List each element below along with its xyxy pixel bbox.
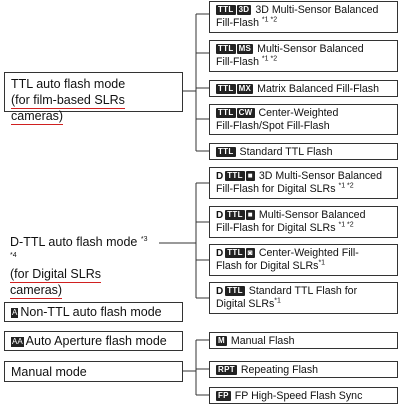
- ttl-badge-icon: TTL: [225, 171, 245, 181]
- dttl-mode-title: D-TTL auto flash mode: [10, 235, 138, 249]
- ttl-mode-subtitle: (for film-based SLRs cameras): [11, 93, 125, 125]
- option-line1: Standard TTL Flash: [239, 146, 333, 158]
- multi-sensor-icon: ■: [245, 210, 255, 220]
- option-line2: Fill-Flash: [216, 56, 259, 68]
- ttl-badge-icon: TTL: [216, 44, 236, 54]
- digital-d-icon: D: [216, 286, 224, 297]
- option-line1: 3D Multi-Sensor Balanced: [258, 170, 382, 182]
- ttl-badge-icon: TTL: [216, 108, 236, 118]
- manual-flash-icon: M: [216, 336, 227, 346]
- ttl-badge-icon: TTL: [216, 147, 236, 157]
- non-ttl-label: Non-TTL auto flash mode: [20, 305, 162, 319]
- ttl-option-standard: TTL Standard TTL Flash: [209, 143, 398, 160]
- digital-d-icon: D: [216, 210, 224, 221]
- option-label: FP High-Speed Flash Sync: [234, 390, 363, 402]
- option-line2: Fill-Flash for Digital SLRs: [216, 183, 336, 195]
- dttl-mode-subtitle: (for Digital SLRs cameras): [10, 267, 101, 299]
- dttl-mode-footnote: *3 *4: [10, 235, 148, 259]
- option-label: Manual Flash: [230, 335, 295, 347]
- manual-option-repeating-flash: RPT Repeating Flash: [209, 361, 398, 378]
- ttl-badge-icon: TTL: [216, 5, 236, 15]
- ttl-badge-icon: TTL: [225, 210, 245, 220]
- ttl-auto-flash-mode: TTL auto flash mode (for film-based SLRs…: [4, 72, 183, 125]
- option-label: Repeating Flash: [240, 364, 319, 376]
- 3d-sensor-icon: 3D: [236, 5, 252, 15]
- multi-sensor-icon: MS: [236, 44, 254, 54]
- non-ttl-badge-icon: A: [11, 308, 19, 318]
- option-line1: Center-Weighted: [258, 107, 339, 119]
- manual-mode: Manual mode: [4, 361, 183, 382]
- option-line2: Fill-Flash/Spot Fill-Flash: [216, 120, 330, 132]
- option-footnote: *1 *2: [338, 182, 354, 190]
- dttl-auto-flash-mode: D-TTL auto flash mode *3 *4 (for Digital…: [4, 231, 159, 299]
- manual-option-manual-flash: M Manual Flash: [209, 332, 398, 349]
- option-line1: Standard TTL Flash for: [248, 285, 358, 297]
- digital-d-icon: D: [216, 171, 224, 182]
- option-line1: Center-Weighted Fill-: [258, 247, 359, 259]
- option-footnote: *1 *2: [261, 55, 278, 63]
- option-footnote: *1 *2: [261, 16, 278, 24]
- ttl-mode-title: TTL auto flash mode: [11, 77, 126, 91]
- option-line2: Fill-Flash for Digital SLRs: [216, 222, 336, 234]
- option-footnote: *1: [274, 297, 281, 305]
- option-line2: Fill-Flash: [216, 17, 259, 29]
- option-footnote: *1 *2: [338, 221, 354, 229]
- center-weighted-icon: CW: [236, 108, 255, 118]
- matrix-metering-icon: MX: [236, 84, 254, 94]
- auto-aperture-badge-icon: AA: [11, 337, 24, 347]
- repeating-flash-icon: RPT: [216, 365, 237, 375]
- option-line1: Multi-Sensor Balanced: [258, 209, 366, 221]
- manual-option-fp-high-speed: FP FP High-Speed Flash Sync: [209, 387, 398, 404]
- center-weighted-icon: ◙: [245, 248, 255, 258]
- option-footnote: *1: [318, 259, 326, 267]
- option-line2: Digital SLRs: [216, 298, 275, 310]
- ttl-badge-icon: TTL: [216, 84, 236, 94]
- fp-sync-icon: FP: [216, 391, 231, 401]
- option-line1: Matrix Balanced Fill-Flash: [257, 83, 379, 95]
- ttl-badge-icon: TTL: [225, 286, 245, 296]
- option-line1: 3D Multi-Sensor Balanced: [255, 4, 379, 16]
- option-line1: Multi-Sensor Balanced: [257, 43, 364, 55]
- ttl-badge-icon: TTL: [225, 248, 245, 258]
- option-line2: Flash for Digital SLRs: [216, 260, 319, 272]
- digital-d-icon: D: [216, 248, 224, 259]
- 3d-sensor-icon: ■: [245, 171, 255, 181]
- manual-mode-label: Manual mode: [11, 365, 87, 379]
- auto-aperture-label: Auto Aperture flash mode: [25, 334, 167, 348]
